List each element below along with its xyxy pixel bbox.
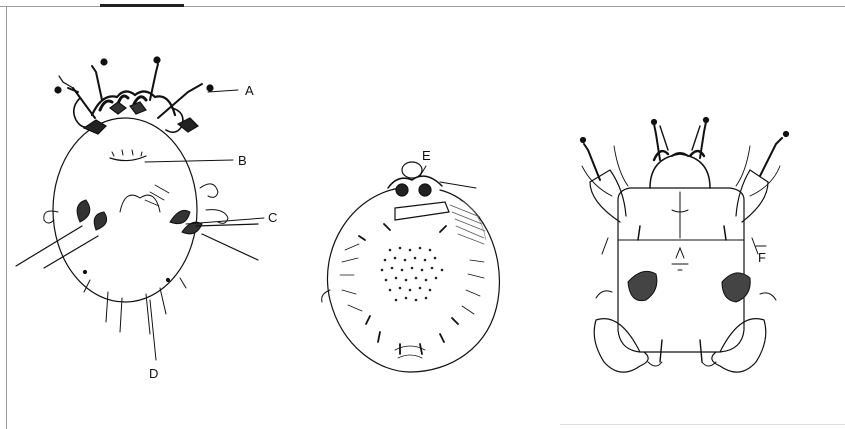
middle-mite-body <box>327 188 499 372</box>
left-mite-head <box>55 57 213 134</box>
label-d: D <box>149 366 158 381</box>
left-mite-callouts <box>145 90 264 360</box>
left-mite <box>16 57 258 334</box>
right-mite <box>581 118 789 373</box>
left-mite-body <box>53 118 197 302</box>
label-a: A <box>245 83 254 98</box>
label-e: E <box>422 148 431 163</box>
middle-mite <box>322 162 500 372</box>
middle-mite-head <box>388 162 476 220</box>
left-mite-dorsal-mark <box>110 156 146 161</box>
label-f: F <box>758 250 766 265</box>
label-b: B <box>238 153 247 168</box>
right-mite-head <box>650 118 710 189</box>
right-mite-lobe-left <box>594 319 648 372</box>
right-mite-lobe-right <box>712 319 766 372</box>
middle-mite-stipple <box>381 247 444 302</box>
leader-d <box>150 300 156 360</box>
leader-b <box>145 160 233 162</box>
label-c: C <box>268 210 277 225</box>
